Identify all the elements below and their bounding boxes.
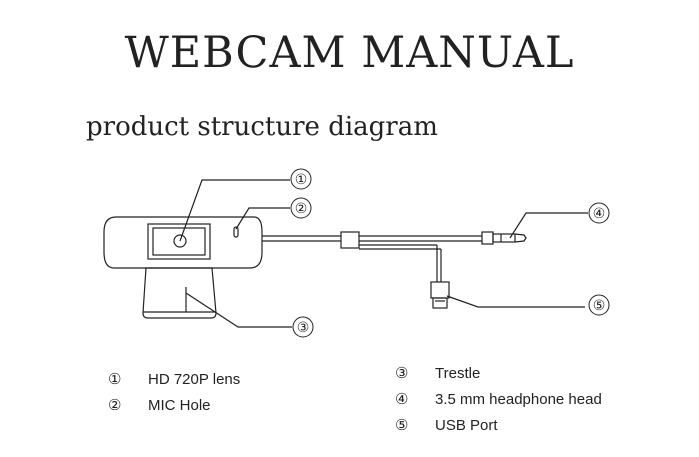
usb-connector [430, 281, 450, 299]
legend-item-lens: ① HD 720P lens [108, 370, 240, 388]
lens-panel-inner [152, 227, 206, 256]
legend-label: MIC Hole [148, 397, 211, 414]
page-title: WEBCAM MANUAL [124, 28, 575, 78]
legend-label: 3.5 mm headphone head [435, 391, 602, 408]
legend-label: HD 720P lens [148, 371, 241, 388]
hd-lens [173, 234, 187, 248]
legend-item-headphone: ④ 3.5 mm headphone head [395, 390, 602, 408]
trestle-shape [142, 267, 217, 319]
legend-item-trestle: ③ Trestle [395, 364, 480, 382]
callout-4: ④ [593, 206, 606, 222]
leader-line-4 [509, 212, 588, 239]
legend-number: ⑤ [395, 417, 409, 434]
camera-body [103, 216, 263, 269]
headphone-plug-tip [514, 233, 527, 243]
legend-label: Trestle [435, 365, 481, 382]
legend-number: ① [108, 371, 122, 388]
lens-panel [147, 223, 211, 260]
legend-number: ④ [395, 391, 409, 408]
leader-line-1 [179, 179, 290, 242]
usb-plug [432, 297, 448, 309]
callout-circle-3 [292, 316, 314, 338]
callout-3: ③ [297, 320, 310, 336]
leader-line-5 [446, 295, 585, 308]
cable-splitter [340, 231, 360, 249]
legend-label: USB Port [435, 417, 498, 434]
headphone-plug-collar [481, 231, 494, 245]
legend-number: ② [108, 397, 122, 414]
leader-line-3 [185, 292, 292, 328]
leader-line-2 [235, 207, 290, 230]
mic-hole [233, 226, 239, 238]
legend-item-usb: ⑤ USB Port [395, 416, 498, 434]
callout-2: ② [295, 201, 308, 217]
callout-circle-4 [588, 202, 610, 224]
legend-item-mic: ② MIC Hole [108, 396, 211, 414]
legend-number: ③ [395, 365, 409, 382]
callout-5: ⑤ [593, 298, 606, 314]
callout-circle-2 [290, 197, 312, 219]
callout-circle-1 [290, 168, 312, 190]
callout-circle-5 [588, 294, 610, 316]
callout-1: ① [295, 172, 308, 188]
headphone-plug-sleeve [492, 233, 516, 243]
diagram-subtitle: product structure diagram [86, 112, 438, 142]
